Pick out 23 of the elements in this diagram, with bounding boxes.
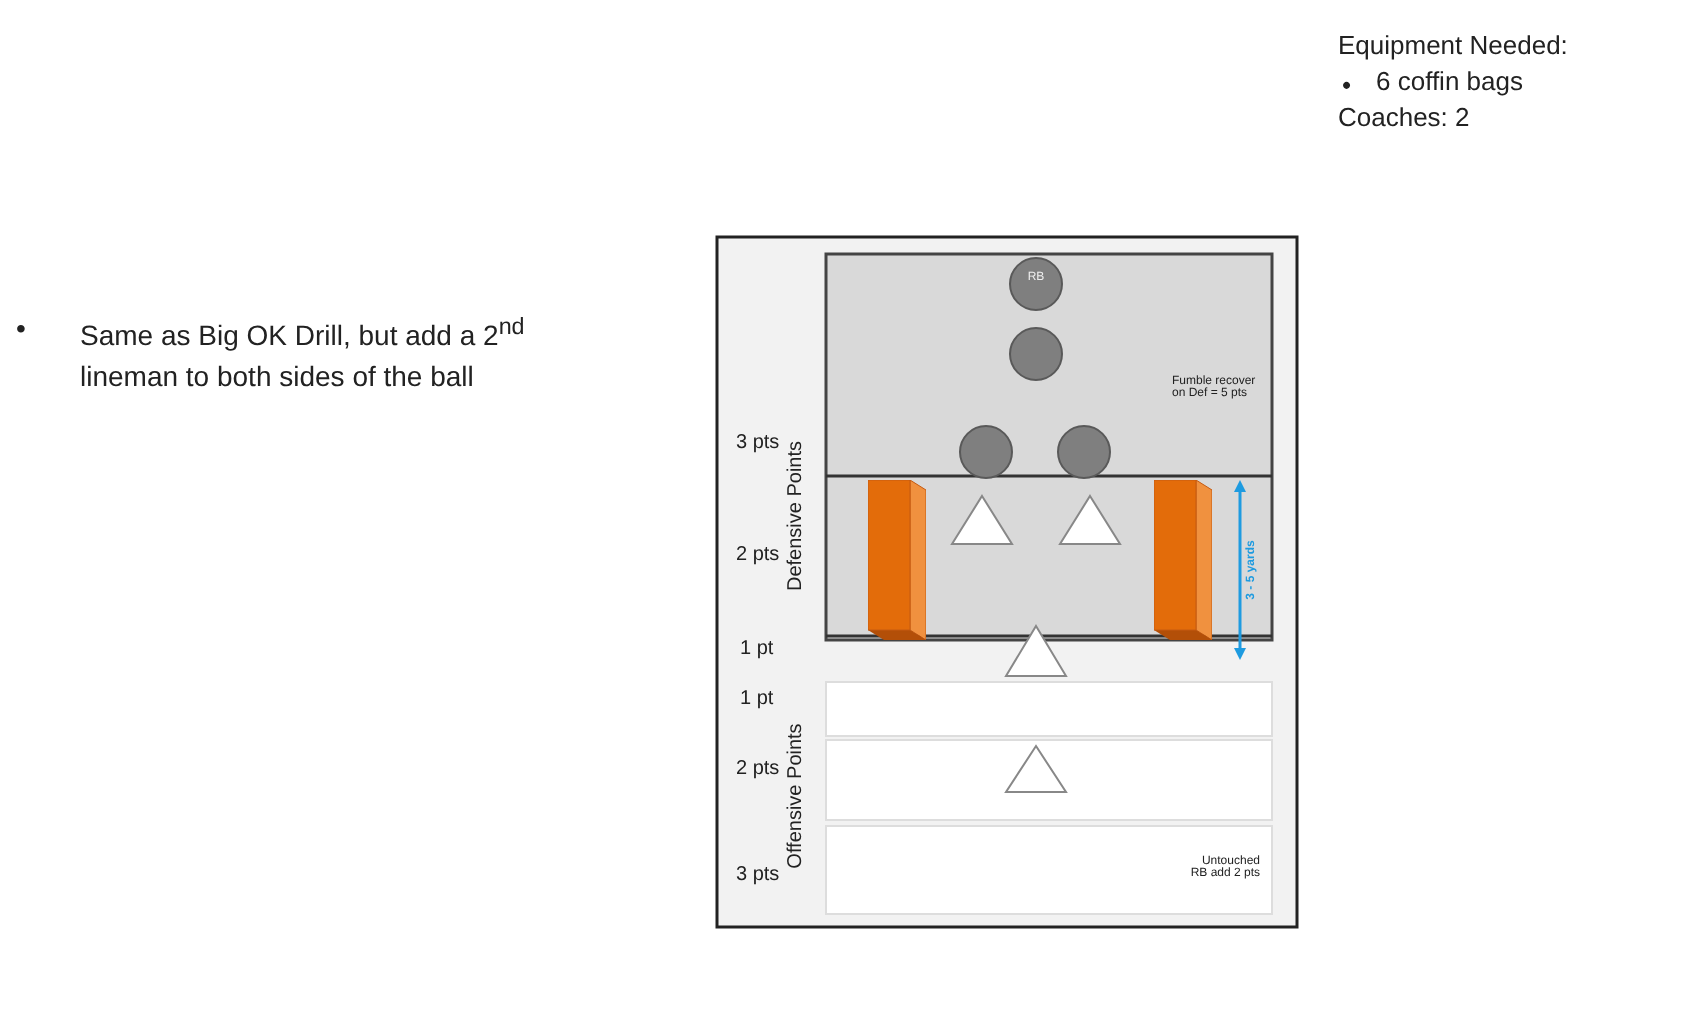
heading-text: Coaches: 2 bbox=[1338, 102, 1470, 132]
coffin-bag bbox=[1154, 480, 1212, 640]
points-label: 1 pt bbox=[740, 638, 774, 660]
player-triangle bbox=[950, 494, 1014, 546]
coffin-bag bbox=[868, 480, 926, 640]
points-label: 2 pts bbox=[736, 758, 780, 780]
player-triangle bbox=[1058, 494, 1122, 546]
axis-label: Offensive Points bbox=[785, 723, 807, 869]
player-triangle bbox=[1004, 744, 1068, 794]
axis-label: Defensive Points bbox=[785, 440, 807, 592]
heading-text: Equipment Needed: bbox=[1338, 30, 1568, 60]
points-label: 3 pts bbox=[736, 864, 780, 886]
bullet-mark: • bbox=[1342, 68, 1352, 104]
bullet-mark: • bbox=[16, 310, 26, 348]
player-circle bbox=[1008, 326, 1064, 382]
points-label: 1 pt bbox=[740, 688, 774, 710]
player-circle bbox=[958, 424, 1014, 480]
player-circle bbox=[1056, 424, 1112, 480]
points-label: 2 pts bbox=[736, 544, 780, 566]
player-triangle bbox=[1004, 624, 1068, 678]
list-item: 6 coffin bags bbox=[1376, 66, 1523, 96]
bullet-note: Same as Big OK Drill, but add a 2$^{nd}$ lineman to both sides of the ball bbox=[80, 312, 527, 396]
points-label: 3 pts bbox=[736, 432, 780, 454]
